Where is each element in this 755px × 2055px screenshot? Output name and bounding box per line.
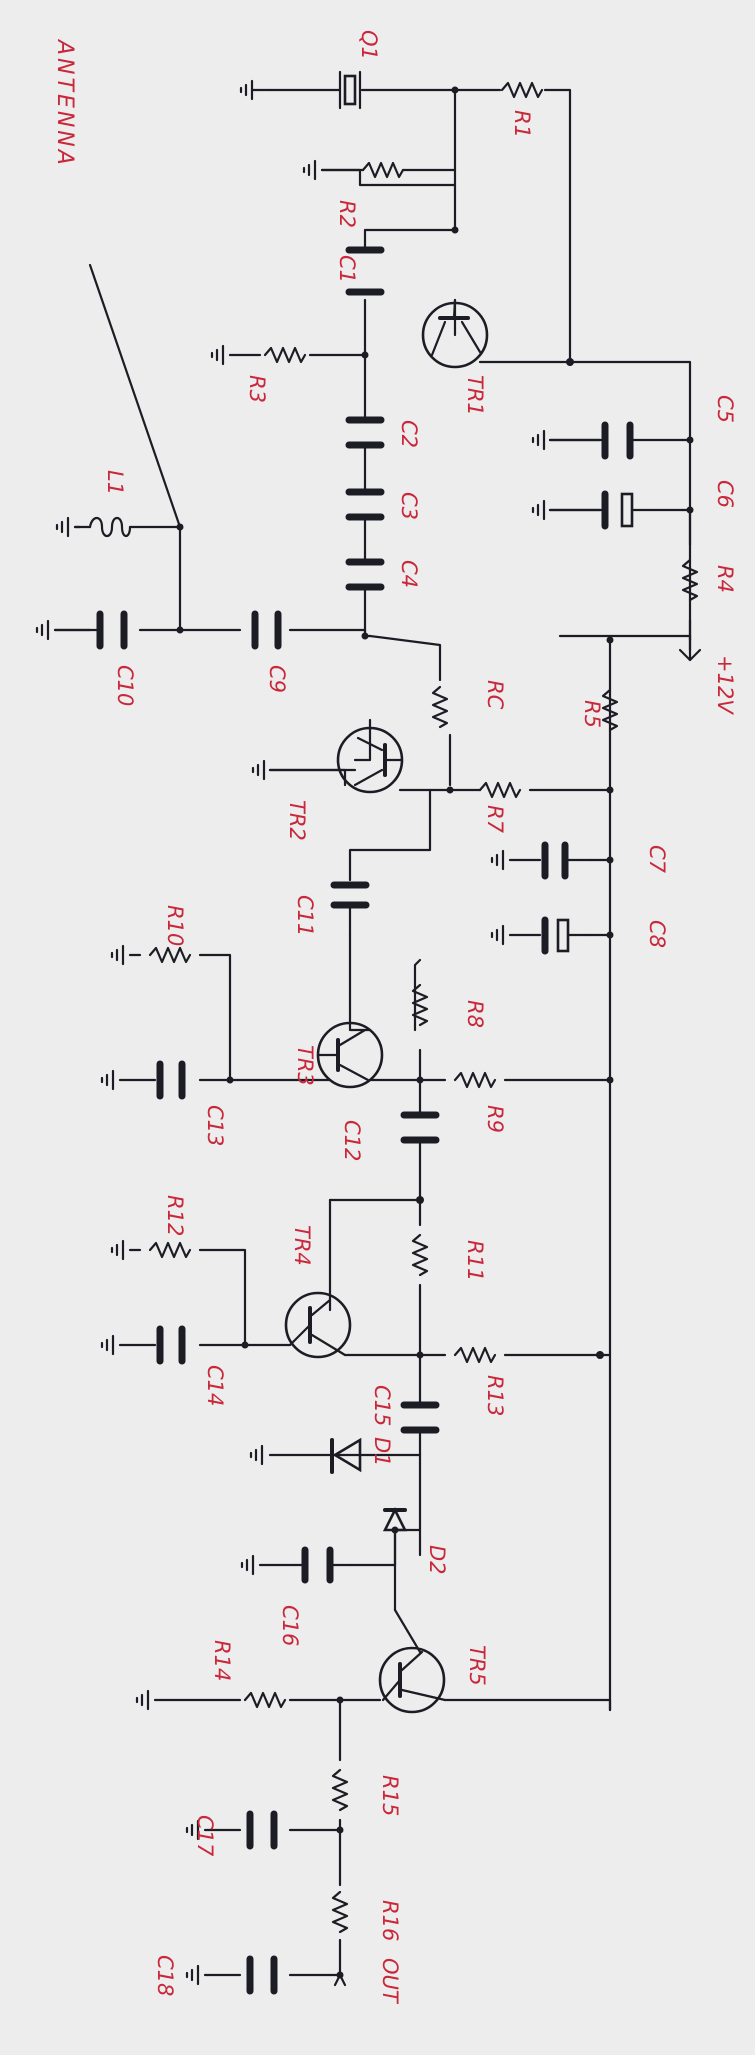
capacitor-c2 [345,416,385,449]
transistor-tr4 [284,1291,352,1359]
label-r1: R1 [510,110,534,138]
label-c7: C7 [645,845,669,874]
resistor-r9 [453,1071,497,1089]
label-r14: R14 [210,1640,234,1681]
transistor-tr3 [316,1021,384,1089]
capacitor-c8 [490,916,592,955]
inductor-l1 [55,516,132,538]
label-r16: R16 [378,1900,402,1941]
capacitor-c18 [185,1955,278,1995]
label-d1: D1 [370,1437,394,1467]
label-c17: C17 [193,1815,217,1857]
label-r9: R9 [483,1105,507,1133]
label-supply: +12V [713,655,737,715]
capacitor-c15 [400,1401,440,1434]
label-r4: R4 [713,565,737,593]
resistor-r16 [331,1890,349,1934]
transistor-tr1 [421,298,489,369]
label-c16: C16 [278,1605,302,1646]
resistor-r1 [500,81,544,99]
label-tr4: TR4 [290,1225,314,1266]
crystal-q1 [239,70,362,110]
label-l1: L1 [103,470,127,495]
label-c18: C18 [153,1955,177,1996]
label-rc: RC [483,680,507,710]
label-d2: D2 [425,1545,449,1575]
capacitor-c17 [185,1810,278,1850]
capacitor-c11 [330,881,370,937]
capacitor-c9 [251,610,282,650]
label-r15: R15 [378,1775,402,1816]
label-r5: R5 [580,700,604,728]
label-c3: C3 [397,492,421,520]
resistor-rc [431,685,449,729]
capacitor-c4 [345,558,385,591]
capacitor-c7 [490,841,592,880]
resistor-r11 [411,1233,429,1277]
label-r12: R12 [163,1195,187,1236]
capacitor-c10 [35,610,128,650]
label-r3: R3 [245,375,269,403]
capacitor-c3 [345,488,385,521]
supply-arrow [678,634,702,662]
capacitor-c13 [100,1060,186,1100]
capacitor-c16 [240,1546,352,1584]
capacitor-c5 [531,421,652,460]
label-q1: Q1 [357,30,381,60]
diode-d1 [249,1437,362,1474]
resistor-r12 [110,1239,192,1261]
label-c2: C2 [397,420,421,448]
transistor-tr2 [251,726,404,794]
capacitor-c6 [531,490,652,530]
resistor-r13 [453,1346,497,1364]
label-r10: R10 [163,905,187,946]
label-antenna: ANTENNA [52,38,77,168]
resistor-r10 [110,944,192,966]
label-tr1: TR1 [463,375,487,416]
capacitor-c14 [100,1325,186,1365]
label-c5: C5 [713,395,737,423]
label-c14: C14 [203,1365,227,1406]
resistor-r2 [302,159,457,181]
transistor-tr5 [378,1608,447,1714]
capacitor-c12 [400,1111,440,1144]
label-r7: R7 [483,805,507,834]
label-c9: C9 [265,665,289,693]
capacitor-c1 [345,246,385,296]
label-c12: C12 [340,1120,364,1161]
label-c15: C15 [370,1385,394,1426]
diode-d2 [382,1507,408,1532]
label-c4: C4 [397,560,421,588]
junction-dots [176,86,694,1979]
label-r11: R11 [463,1240,487,1281]
label-c13: C13 [203,1105,227,1146]
label-tr3: TR3 [293,1045,317,1086]
resistor-r15 [331,1768,349,1812]
label-c8: C8 [645,920,669,948]
label-c11: C11 [293,895,317,936]
label-tr5: TR5 [465,1645,489,1686]
label-c1: C1 [335,255,359,283]
label-c6: C6 [713,480,737,508]
label-r13: R13 [483,1375,507,1416]
label-tr2: TR2 [285,800,309,841]
label-c10: C10 [113,665,137,706]
label-out: OUT [378,1958,402,2005]
label-r8: R8 [463,1000,487,1028]
resistor-r7 [478,781,522,799]
label-r2: R2 [335,200,359,228]
